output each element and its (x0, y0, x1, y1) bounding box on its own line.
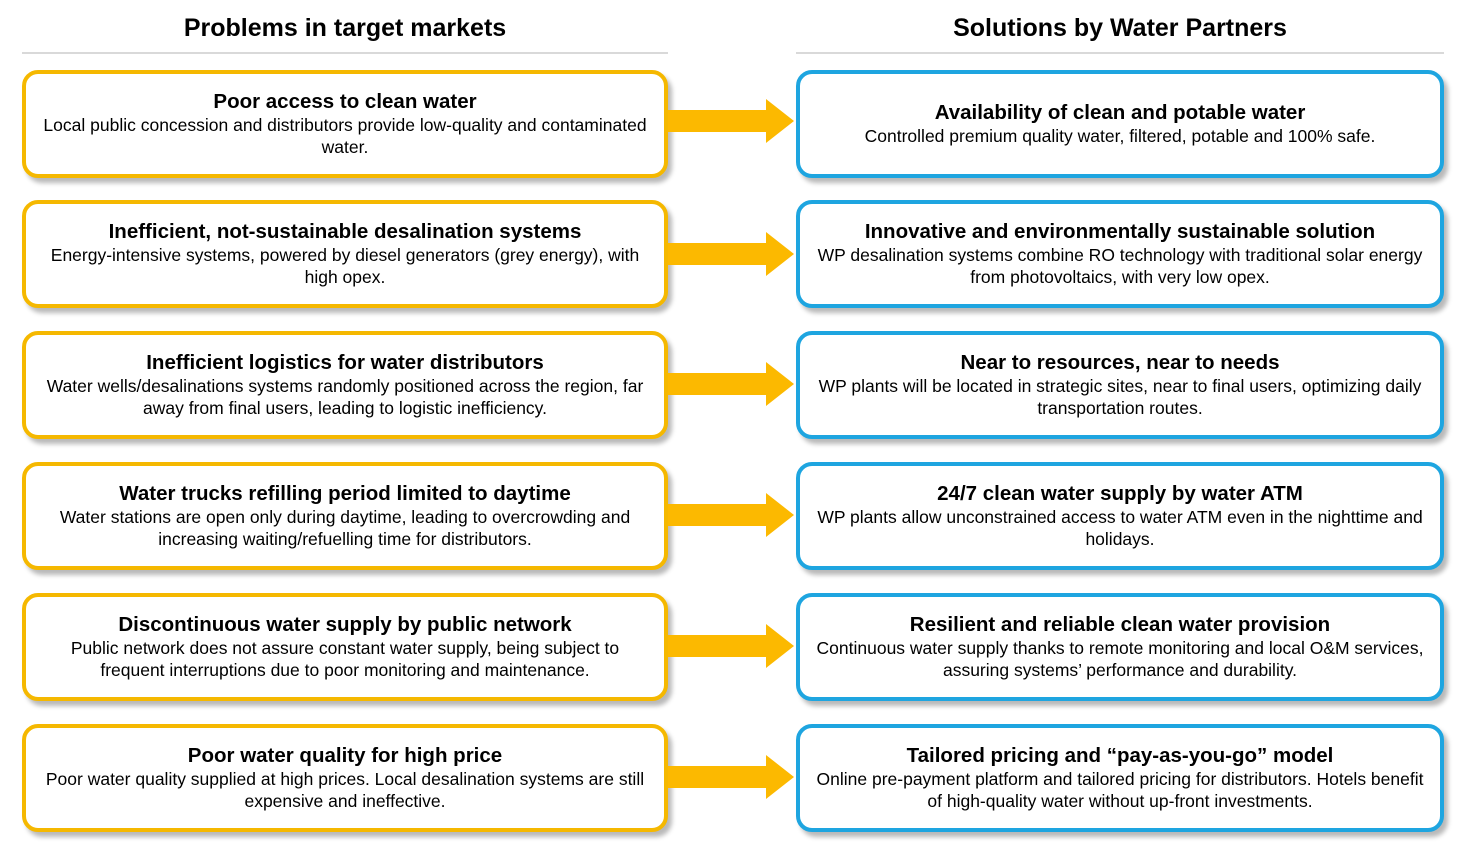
solution-card-1: Availability of clean and potable water … (796, 70, 1444, 178)
solution-card-6: Tailored pricing and “pay-as-you-go” mod… (796, 724, 1444, 832)
solutions-header: Solutions by Water Partners (796, 10, 1444, 54)
problem-card-6: Poor water quality for high price Poor w… (22, 724, 668, 832)
solution-description: WP plants will be located in strategic s… (818, 376, 1422, 418)
problem-description: Water wells/desalinations systems random… (46, 376, 644, 418)
arrow-right-icon (668, 99, 794, 143)
arrow-right-icon (668, 493, 794, 537)
problems-header: Problems in target markets (22, 10, 668, 54)
problem-description: Water stations are open only during dayt… (59, 507, 631, 549)
solution-description: Continuous water supply thanks to remote… (816, 638, 1424, 680)
arrow-right-icon (668, 232, 794, 276)
arrow-right-icon (668, 362, 794, 406)
solution-title: Resilient and reliable clean water provi… (909, 613, 1331, 636)
problem-card-5: Discontinuous water supply by public net… (22, 593, 668, 701)
arrow-right-icon (668, 755, 794, 799)
problem-title: Water trucks refilling period limited to… (119, 482, 571, 505)
solution-title: Innovative and environmentally sustainab… (864, 220, 1376, 243)
solution-title: 24/7 clean water supply by water ATM (937, 482, 1303, 505)
solution-description: WP plants allow unconstrained access to … (817, 507, 1423, 549)
problem-card-1: Poor access to clean water Local public … (22, 70, 668, 178)
solution-description: Online pre-payment platform and tailored… (816, 769, 1424, 811)
problem-description: Local public concession and distributors… (43, 115, 647, 157)
problem-card-3: Inefficient logistics for water distribu… (22, 331, 668, 439)
solution-title: Tailored pricing and “pay-as-you-go” mod… (906, 744, 1334, 767)
solution-card-3: Near to resources, near to needs WP plan… (796, 331, 1444, 439)
solution-card-4: 24/7 clean water supply by water ATM WP … (796, 462, 1444, 570)
problem-title: Discontinuous water supply by public net… (118, 613, 572, 636)
problem-description: Energy-intensive systems, powered by die… (50, 245, 640, 287)
problem-title: Inefficient logistics for water distribu… (146, 351, 544, 374)
solution-card-2: Innovative and environmentally sustainab… (796, 200, 1444, 308)
problem-card-4: Water trucks refilling period limited to… (22, 462, 668, 570)
problem-title: Inefficient, not-sustainable desalinatio… (108, 220, 582, 243)
problem-card-2: Inefficient, not-sustainable desalinatio… (22, 200, 668, 308)
solution-title: Near to resources, near to needs (960, 351, 1280, 374)
arrow-right-icon (668, 624, 794, 668)
problem-description: Poor water quality supplied at high pric… (45, 769, 645, 811)
problem-title: Poor access to clean water (213, 90, 477, 113)
problem-title: Poor water quality for high price (187, 744, 503, 767)
problem-description: Public network does not assure constant … (70, 638, 620, 680)
solution-description: WP desalination systems combine RO techn… (817, 245, 1423, 287)
solution-card-5: Resilient and reliable clean water provi… (796, 593, 1444, 701)
solution-description: Controlled premium quality water, filter… (864, 126, 1376, 146)
solution-title: Availability of clean and potable water (934, 101, 1306, 124)
